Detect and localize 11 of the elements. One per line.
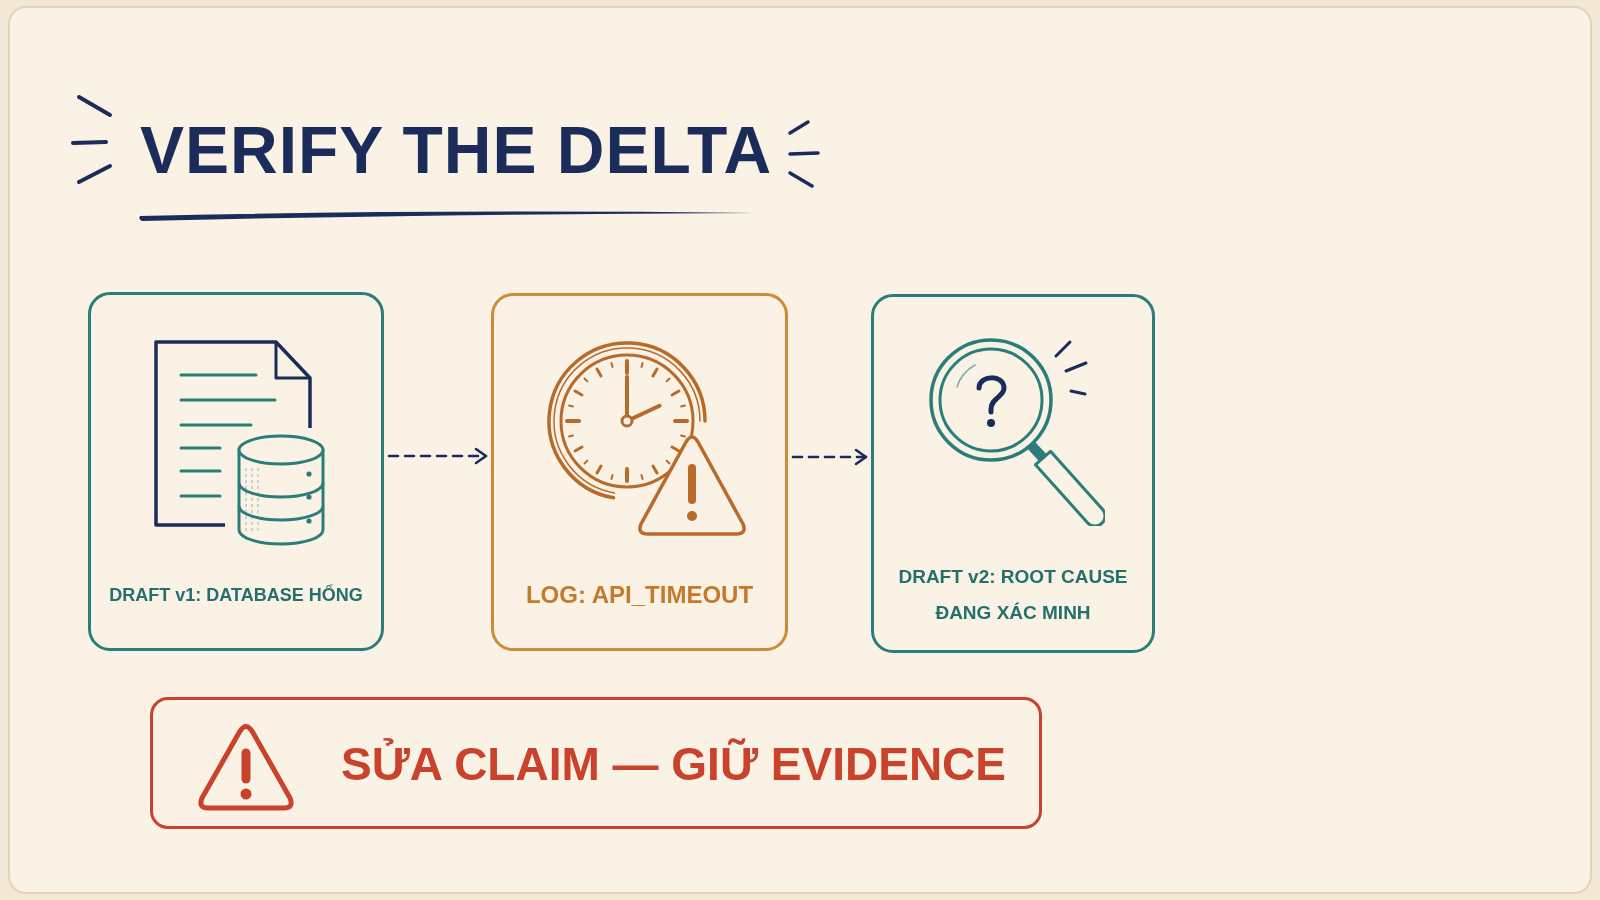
step-card: [88, 292, 384, 651]
dashed-arrow: [791, 448, 868, 466]
warning-message: SỬA CLAIM — GIỮ EVIDENCE: [341, 738, 1006, 790]
warning-banner: [150, 697, 1042, 829]
step-card: [491, 293, 788, 651]
step-label: LOG: API_TIMEOUT: [525, 580, 754, 610]
step-label: DRAFT v2: ROOT CAUSE ĐANG XÁC MINH: [897, 565, 1129, 625]
step-card: [871, 294, 1155, 653]
step-label: DRAFT v1: DATABASE HỔNG: [109, 583, 363, 607]
dashed-arrow: [387, 447, 488, 465]
title: VERIFY THE DELTA: [140, 114, 773, 186]
